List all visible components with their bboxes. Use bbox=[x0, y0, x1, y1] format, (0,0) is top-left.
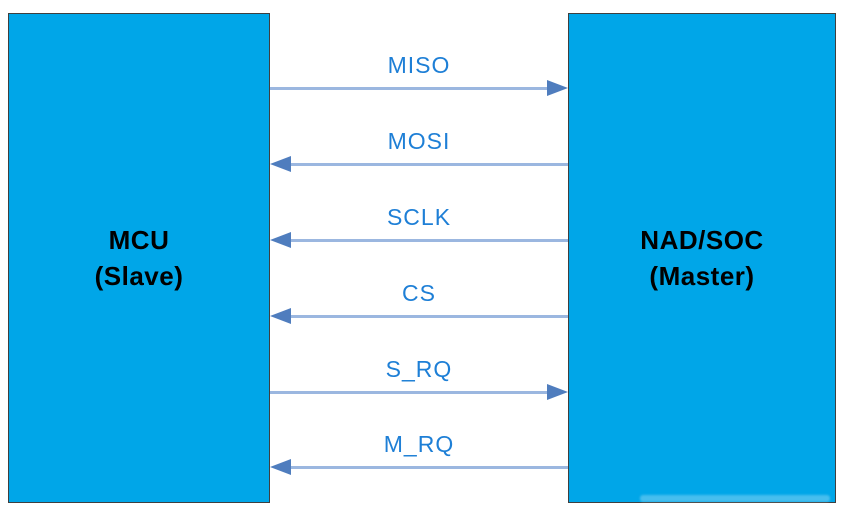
left-arrowhead-icon bbox=[270, 156, 291, 172]
nad-soc-master-box: NAD/SOC (Master) bbox=[568, 13, 836, 503]
left-arrowhead-icon bbox=[270, 308, 291, 324]
signal-channel: MISO MOSI SCLK CS bbox=[270, 0, 568, 514]
mcu-box-title: MCU bbox=[108, 225, 170, 255]
miso-arrow-line bbox=[270, 86, 547, 90]
signal-label-cs: CS bbox=[402, 280, 436, 306]
m-rq-arrow-line bbox=[291, 465, 568, 469]
mcu-slave-box: MCU (Slave) bbox=[8, 13, 270, 503]
watermark-smudge bbox=[640, 495, 830, 502]
signal-label-s-rq: S_RQ bbox=[385, 356, 453, 382]
signal-label-sclk: SCLK bbox=[386, 204, 452, 230]
m-rq-arrow bbox=[270, 459, 568, 475]
signal-sclk: SCLK bbox=[270, 204, 568, 252]
mosi-arrow-line bbox=[291, 162, 568, 166]
cs-arrow bbox=[270, 308, 568, 324]
signal-cs: CS bbox=[270, 280, 568, 328]
right-arrowhead-icon bbox=[547, 384, 568, 400]
left-arrowhead-icon bbox=[270, 232, 291, 248]
cs-arrow-line bbox=[291, 314, 568, 318]
signal-mosi: MOSI bbox=[270, 128, 568, 176]
s-rq-arrow-line bbox=[270, 390, 547, 394]
nad-soc-box-subtitle: (Master) bbox=[649, 261, 755, 291]
mcu-box-subtitle: (Slave) bbox=[94, 261, 184, 291]
signal-label-miso: MISO bbox=[387, 52, 451, 78]
sclk-arrow bbox=[270, 232, 568, 248]
signal-s-rq: S_RQ bbox=[270, 356, 568, 404]
sclk-arrow-line bbox=[291, 238, 568, 242]
s-rq-arrow bbox=[270, 384, 568, 400]
miso-arrow bbox=[270, 80, 568, 96]
right-arrowhead-icon bbox=[547, 80, 568, 96]
signal-miso: MISO bbox=[270, 52, 568, 100]
signal-m-rq: M_RQ bbox=[270, 431, 568, 479]
signal-label-m-rq: M_RQ bbox=[383, 431, 455, 457]
mosi-arrow bbox=[270, 156, 568, 172]
signal-label-mosi: MOSI bbox=[387, 128, 451, 154]
nad-soc-box-title: NAD/SOC bbox=[640, 225, 764, 255]
left-arrowhead-icon bbox=[270, 459, 291, 475]
